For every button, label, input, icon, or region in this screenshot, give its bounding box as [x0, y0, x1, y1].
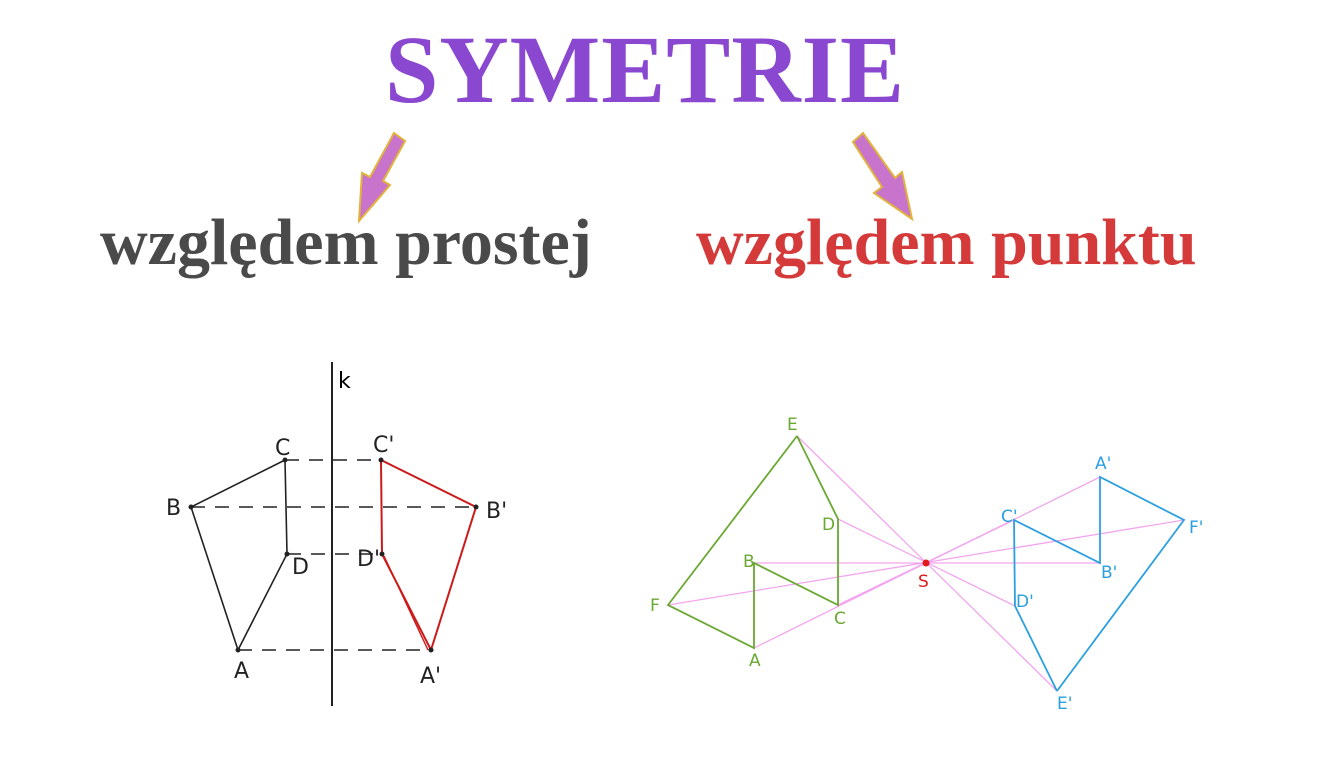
label-d-prime: D' [1016, 592, 1034, 612]
vertex-b [188, 504, 194, 510]
label-d: D [292, 555, 309, 580]
label-e-prime: E' [1057, 694, 1072, 714]
label-b-prime: B' [486, 499, 507, 524]
vertex-d [284, 551, 290, 557]
label-e: E [787, 415, 798, 435]
axial-vertices [188, 457, 479, 653]
label-b-prime: B' [1101, 563, 1117, 583]
subtitle-line-symmetry: względem prostej [100, 206, 592, 279]
image-edge-double [383, 555, 429, 651]
label-s: S [918, 572, 929, 592]
label-a: A [234, 659, 249, 684]
vertex-c-prime [378, 457, 384, 463]
label-a-prime: A' [420, 664, 441, 689]
vertex-a [235, 647, 241, 653]
vertex-b-prime [473, 504, 479, 510]
label-c-prime: C' [1001, 507, 1018, 527]
label-d: D [822, 515, 835, 535]
label-f-prime: F' [1189, 518, 1203, 538]
center-point-s [922, 559, 930, 567]
dashed-connectors [191, 459, 476, 651]
subtitle-point-symmetry: względem punktu [696, 206, 1197, 279]
image-shape [1013, 475, 1186, 692]
label-f: F [650, 596, 660, 616]
label-a-prime: A' [1095, 454, 1111, 474]
arrow-right-icon [851, 131, 914, 222]
vertex-d-prime [379, 551, 385, 557]
label-b: B [166, 496, 181, 521]
label-c: C [834, 609, 846, 629]
label-c: C [275, 436, 290, 461]
label-a: A [749, 651, 761, 671]
original-shape [666, 435, 839, 650]
arrow-left-icon [357, 131, 407, 224]
page-title: SYMETRIE [384, 16, 906, 123]
vertex-a-prime [428, 647, 434, 653]
label-b: B [743, 552, 755, 572]
label-d-prime: D' [357, 547, 380, 572]
vertex-c [282, 457, 288, 463]
label-c-prime: C' [373, 433, 394, 458]
axis-k-label: k [338, 369, 351, 394]
